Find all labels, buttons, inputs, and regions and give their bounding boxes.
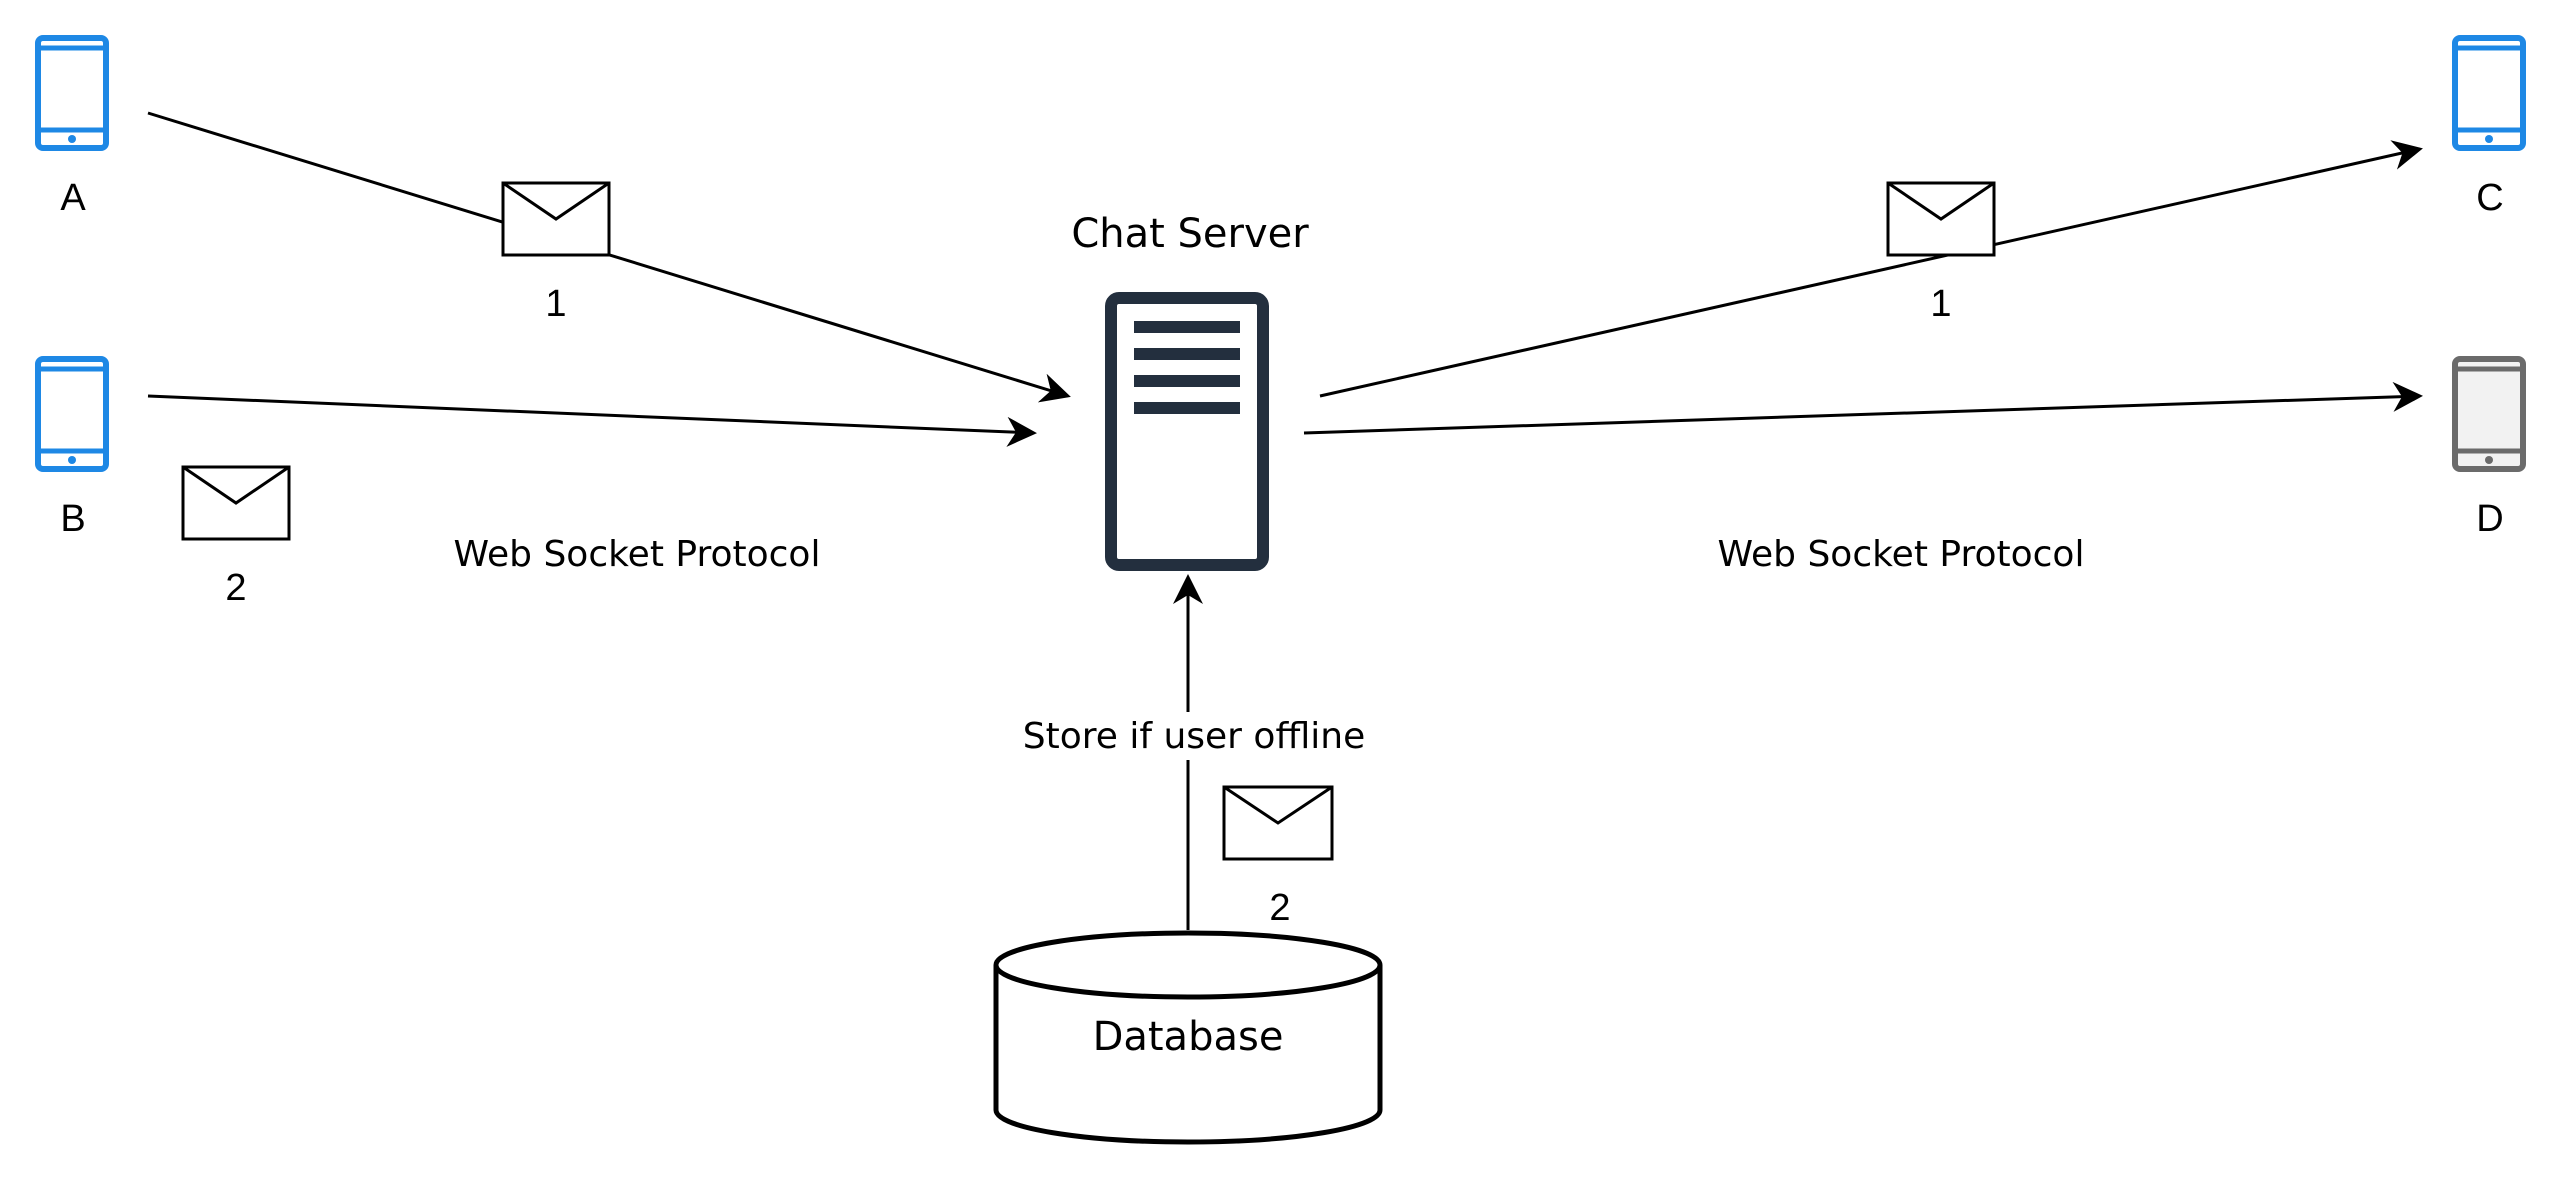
message-number-a: 1 <box>545 283 566 325</box>
message-envelope-b <box>181 465 291 541</box>
label-background <box>1702 530 2100 582</box>
server-slot <box>1134 348 1240 360</box>
server-slot <box>1134 375 1240 387</box>
message-number-b: 2 <box>225 567 246 609</box>
envelope-flap <box>182 465 290 505</box>
phone-icon <box>35 35 109 151</box>
device-c[interactable] <box>2452 35 2526 151</box>
device-b[interactable] <box>35 356 109 472</box>
server-slot <box>1134 402 1240 414</box>
protocol-label-right: Web Socket Protocol <box>1702 530 2100 582</box>
arrow-b-to-server <box>147 394 1037 447</box>
envelope-flap <box>1223 785 1333 825</box>
message-envelope-a <box>501 181 611 257</box>
phone-icon <box>35 356 109 472</box>
device-a-label: A <box>60 177 86 219</box>
store-note: Store if user offline <box>1000 712 1388 760</box>
message-envelope-db <box>1222 785 1334 861</box>
server-slot <box>1134 321 1240 333</box>
chat-server-title: Chat Server <box>1071 211 1309 257</box>
device-d-label: D <box>2476 498 2503 540</box>
phone-icon <box>2452 356 2526 472</box>
protocol-label-left: Web Socket Protocol <box>438 530 836 582</box>
database-cylinder-top <box>993 930 1383 1000</box>
device-c-label: C <box>2476 177 2503 219</box>
phone-icon <box>2452 35 2526 151</box>
label-background <box>1000 712 1388 760</box>
arrow-server-to-d <box>1303 381 2423 435</box>
label-background <box>438 530 836 582</box>
protocol-left-text: Web Socket Protocol <box>454 534 821 575</box>
database-cylinder-body <box>993 965 1383 1145</box>
protocol-right-text: Web Socket Protocol <box>1718 534 2085 575</box>
message-envelope-c <box>1886 181 1996 257</box>
phone-home-button <box>68 456 76 464</box>
phone-home-button <box>2485 135 2493 143</box>
phone-home-button <box>2485 456 2493 464</box>
device-a[interactable] <box>35 35 109 151</box>
message-number-c: 1 <box>1930 283 1951 325</box>
envelope-flap <box>1887 181 1995 221</box>
phone-home-button <box>68 135 76 143</box>
message-number-db: 2 <box>1269 887 1290 929</box>
arrow-server-to-c <box>1319 140 2423 398</box>
device-d[interactable] <box>2452 356 2526 472</box>
database-label: Database <box>1093 1014 1284 1060</box>
device-b-label: B <box>60 498 85 540</box>
store-note-text: Store if user offline <box>1023 716 1365 757</box>
envelope-flap <box>502 181 610 221</box>
server-icon <box>1105 292 1269 571</box>
database[interactable] <box>993 930 1383 1145</box>
chat-server[interactable] <box>1105 292 1269 571</box>
